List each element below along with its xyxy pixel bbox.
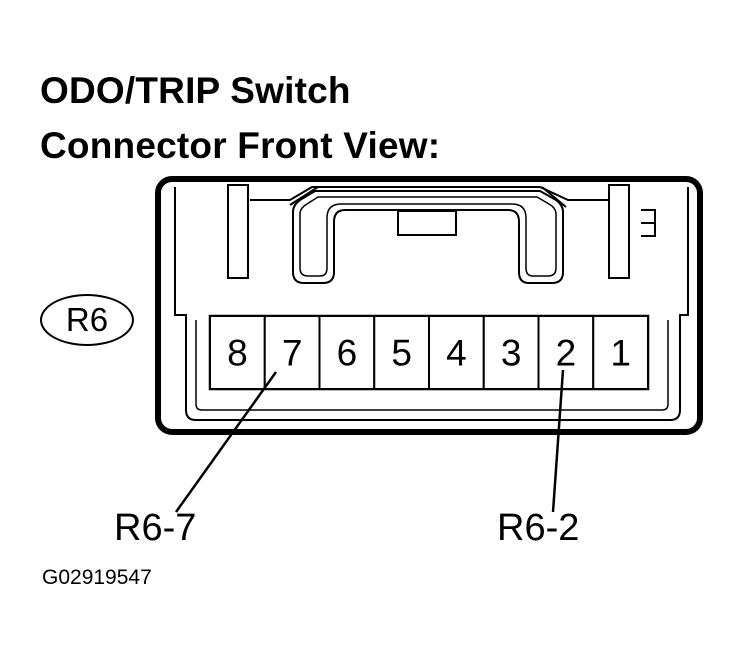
pin-number: 6 [337,333,358,374]
connector-id-badge: R6 [40,294,134,346]
pin-number: 4 [446,333,467,374]
pin-cell [537,315,595,390]
polarity-mark [641,209,656,237]
pin-number: 2 [556,333,577,374]
diagram-title-line2: Connector Front View: [40,125,441,166]
pin-cell [209,315,266,390]
locking-latch-outer [250,186,608,201]
pin-cell [318,315,376,390]
left-guide-rail [227,184,249,279]
latch-arm-inner [299,196,557,277]
pin-number: 3 [501,333,522,374]
pin-cell [373,315,430,390]
locking-latch [289,186,567,208]
housing-inner-outline-2 [195,320,669,411]
latch-arm [292,190,564,284]
pin-cell [592,315,649,390]
callout-leader-right [551,369,565,513]
diagram-title-line1: ODO/TRIP Switch [40,70,351,111]
callout-leader-left [174,371,278,513]
callout-label-left: R6-7 [114,507,197,549]
callout-label-right: R6-2 [497,507,580,549]
pin-number: 1 [610,333,631,374]
figure-code: G02919547 [42,566,152,589]
latch-tab [397,210,457,236]
pin-number: 8 [227,333,248,374]
housing-inner-outline [174,187,689,421]
pin-cell [482,315,540,390]
pin-number: 7 [282,333,303,374]
pin-number: 5 [391,333,412,374]
right-guide-rail [608,184,630,279]
connector-id-label: R6 [65,301,109,338]
connector-housing [155,176,703,435]
